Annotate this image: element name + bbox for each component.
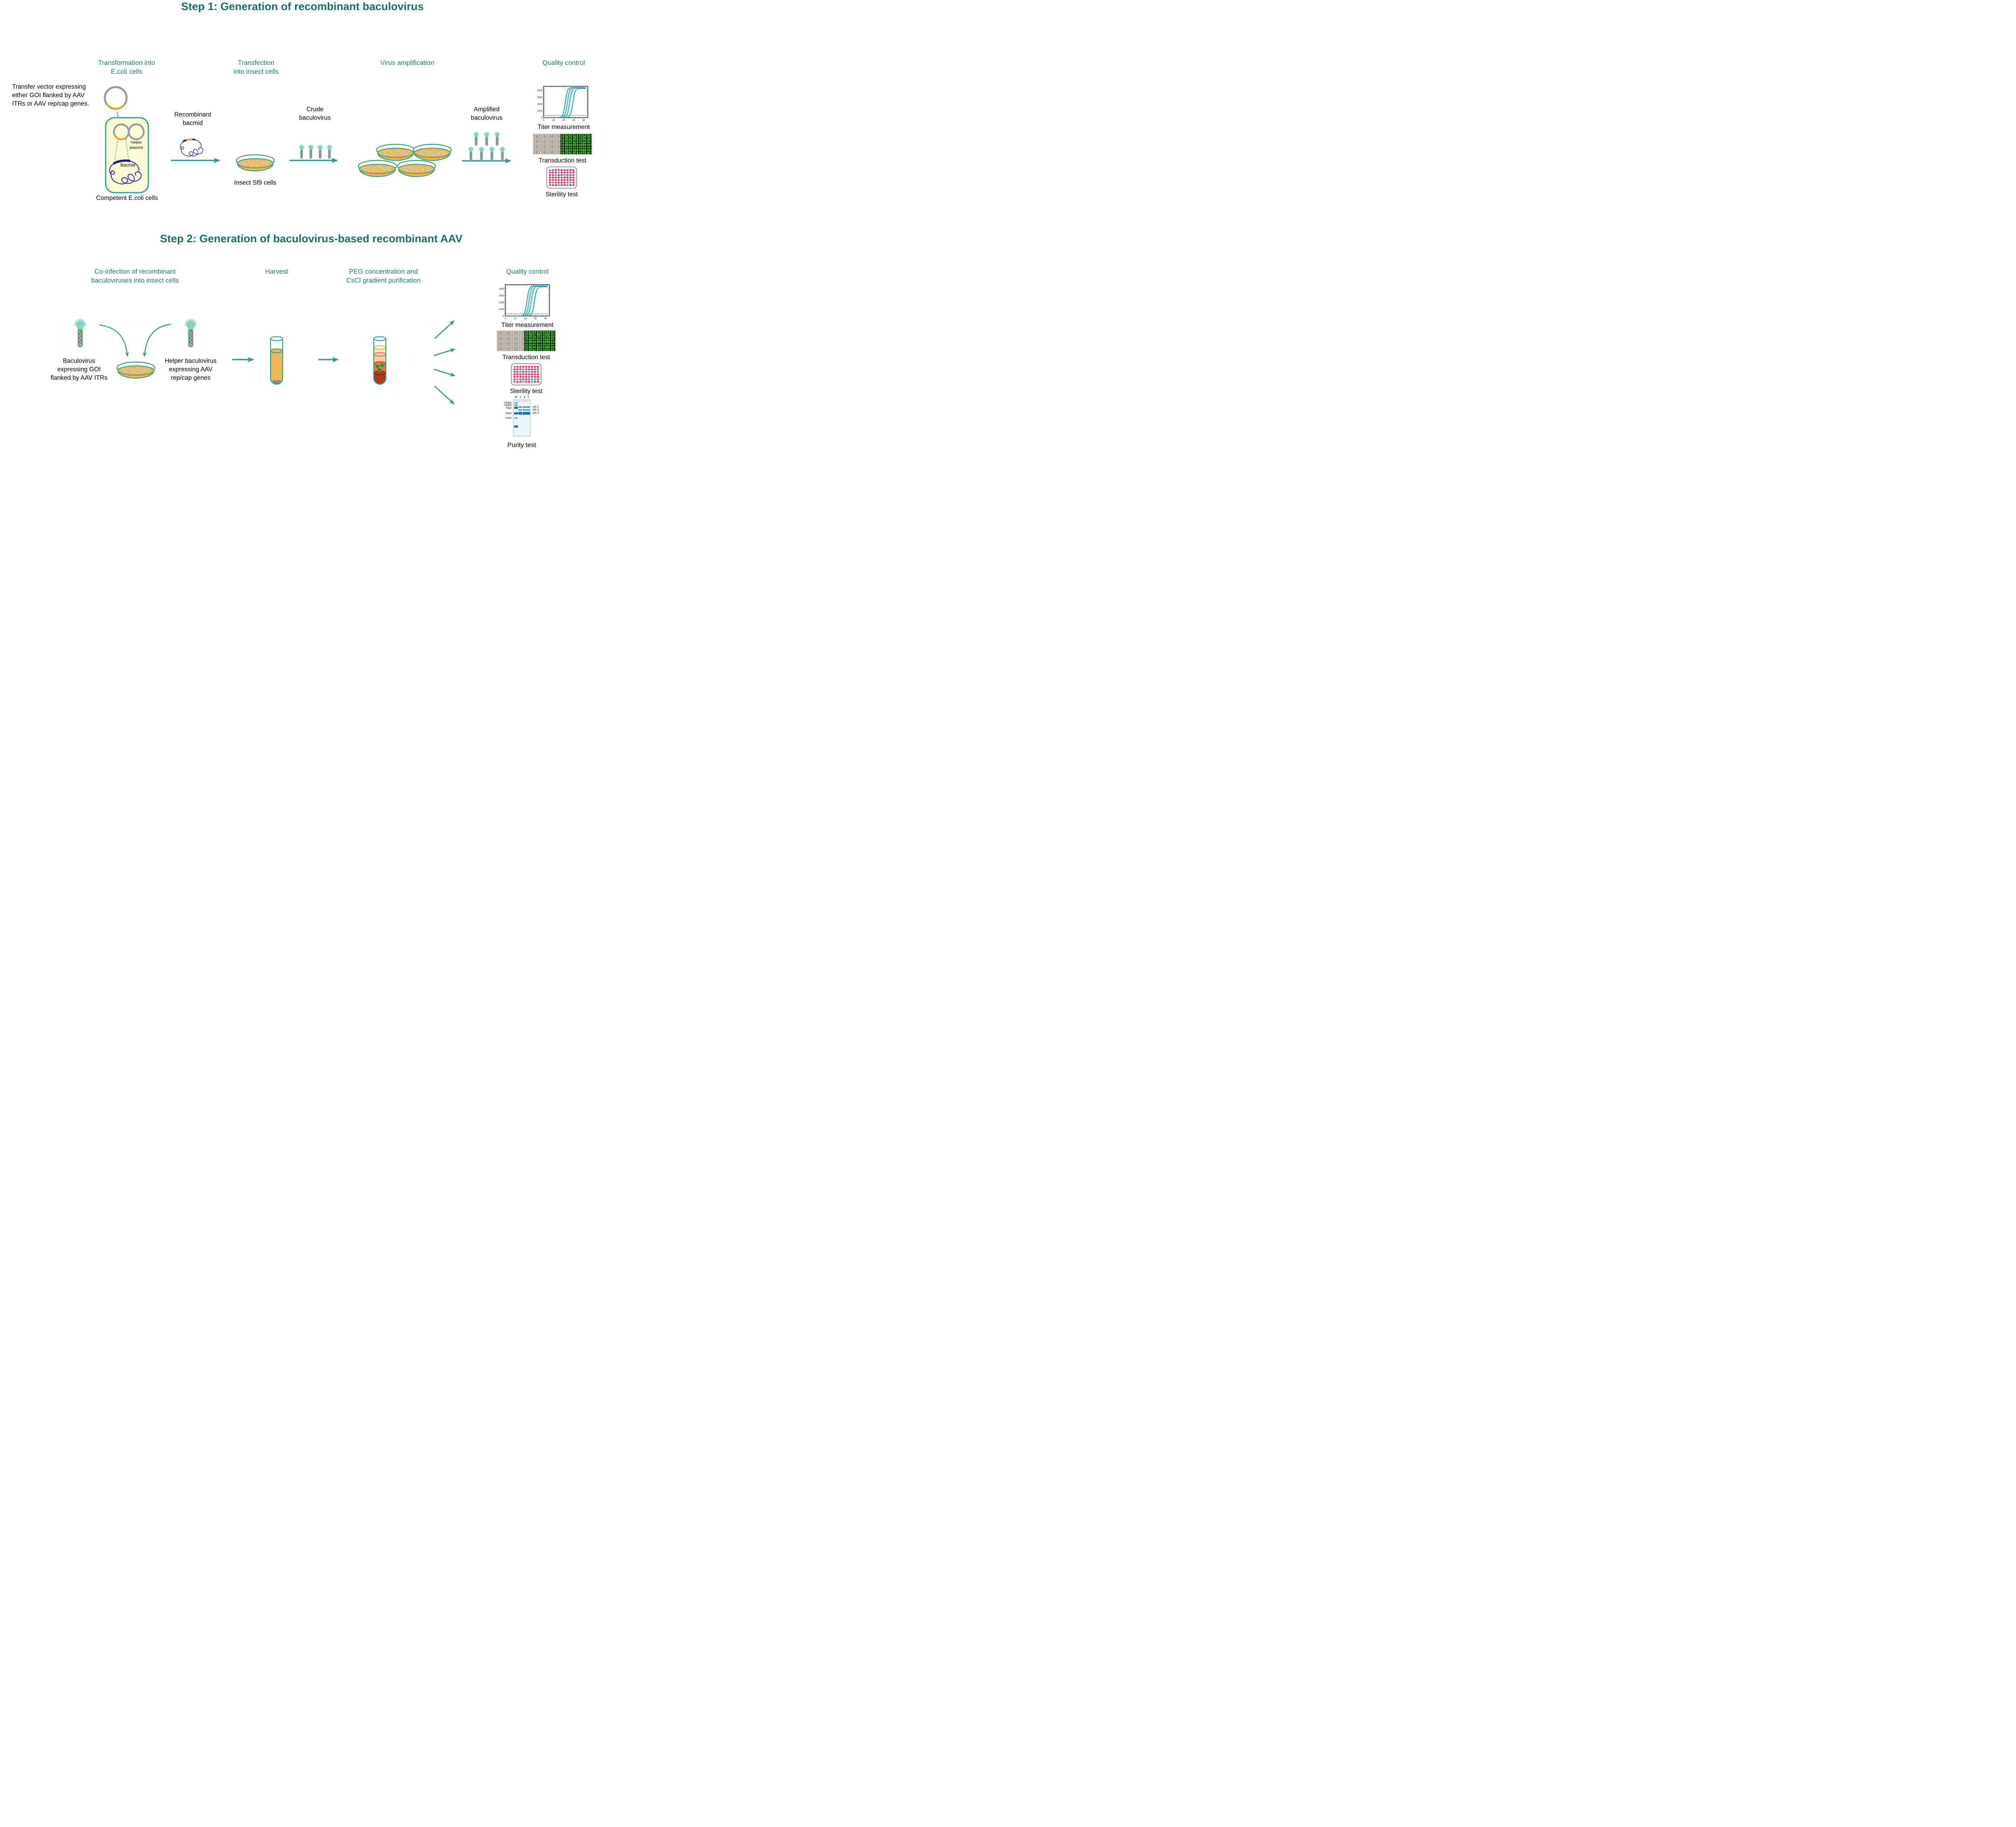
header-transformation: Transformation into E.coli cells [98, 59, 155, 76]
gel-band-vp1: -VP 1 [532, 406, 539, 409]
header-quality-control-2: Quality control [506, 268, 549, 275]
well-plate-icon [511, 363, 541, 385]
svg-text:0: 0 [503, 315, 504, 318]
gel-marker-50kD: 50kD [505, 412, 512, 415]
gel-band-vp2: -VP 2 [532, 408, 539, 412]
baculovirus-goi-label: Baculovirus expressing GOI flanked by AA… [50, 358, 108, 381]
helper-plasmid-label: Helper plasmid [129, 140, 143, 150]
recombinant-bacmid-icon [180, 138, 204, 157]
crude-baculovirus-icons [298, 144, 333, 159]
transduction-microscopy-image-2 [497, 331, 556, 351]
amplified-baculovirus-label: Amplified baculovirus [471, 106, 503, 121]
sds-page-gel-icon [513, 399, 531, 437]
sf9-dish-icon [235, 154, 275, 172]
gel-marker-37kD: 37kD [505, 416, 512, 420]
svg-text:2000: 2000 [499, 302, 504, 304]
coinfection-dish-icon [116, 361, 156, 379]
gel-marker-100kD: 100kD [504, 404, 512, 407]
svg-text:3000: 3000 [499, 295, 504, 297]
titer-measurement-label-1: Titer measurement [537, 124, 590, 131]
recombinant-bacmid-label: Recombinant bacmid [174, 111, 211, 127]
diagram-artwork: 0 10 20 30 40 0 1000 2000 3000 4000 [74, 86, 588, 437]
bacmid-icon [109, 159, 142, 185]
step2-title: Step 2: Generation of baculovirus-based … [160, 233, 463, 245]
svg-text:4000: 4000 [537, 89, 543, 92]
svg-text:20: 20 [562, 119, 565, 122]
dashed-recombination-line [125, 139, 129, 160]
header-virus-amplification: Virus amplification [380, 59, 434, 67]
svg-text:1000: 1000 [537, 110, 543, 112]
crude-baculovirus-label: Crude baculovirus [299, 106, 331, 121]
harvest-tube-icon [270, 336, 283, 385]
svg-text:0: 0 [541, 117, 543, 119]
arrow-coinfection-right [143, 323, 171, 357]
svg-text:10: 10 [552, 119, 555, 122]
transfer-vector-plasmid-icon [104, 86, 128, 110]
header-purification: PEG concentration and CsCl gradient puri… [346, 268, 421, 285]
svg-text:3000: 3000 [537, 96, 543, 99]
svg-text:0: 0 [543, 119, 544, 122]
gel-lane-label-3: 3 [527, 396, 529, 399]
gel-lane-label-M: M [515, 396, 517, 399]
helper-plasmid-icon [128, 123, 145, 140]
svg-text:30: 30 [534, 318, 537, 320]
sterility-test-label-2: Sterility test [510, 388, 543, 395]
bacmid-label: Bacmid [120, 163, 135, 168]
svg-text:0: 0 [504, 318, 506, 320]
transfer-vector-label: Transfer vector expressing either GOI fl… [12, 83, 89, 107]
ecoli-cell [105, 117, 149, 194]
gfp-fluorescence-image [560, 134, 592, 154]
header-coinfection: Co-infection of recombinant baculoviruse… [91, 268, 179, 285]
dashed-recombination-line [115, 138, 118, 160]
header-harvest: Harvest [265, 268, 288, 275]
diagram-canvas: 0 10 20 30 40 0 1000 2000 3000 4000 [0, 0, 605, 457]
phase-contrast-image [497, 331, 524, 351]
sterility-test-label-1: Sterility test [545, 191, 578, 198]
svg-text:4000: 4000 [499, 288, 504, 290]
well-plate-icon [546, 166, 577, 189]
gel-lane-label-1: 1 [519, 396, 521, 399]
amplified-baculovirus-icons [468, 131, 506, 161]
svg-text:30: 30 [573, 119, 575, 122]
gradient-tube-icon [373, 336, 387, 385]
gel-band-vp3: -VP 3 [532, 412, 539, 415]
baculovirus-goi-icon [74, 318, 87, 348]
transduction-test-label-1: Transduction test [538, 157, 587, 164]
transduction-test-label-2: Transduction test [502, 354, 550, 361]
fan-arrows-to-qc [433, 320, 456, 405]
gfp-fluorescence-image [524, 331, 556, 351]
svg-text:40: 40 [544, 318, 547, 320]
svg-text:1000: 1000 [499, 308, 504, 311]
gel-lane-label-2: 2 [524, 396, 525, 399]
gel-marker-75kD: 75kD [505, 406, 512, 410]
svg-text:2000: 2000 [537, 103, 543, 106]
svg-text:20: 20 [524, 318, 527, 320]
amplification-dish-icons [358, 144, 452, 177]
svg-text:40: 40 [583, 119, 585, 122]
svg-text:10: 10 [514, 318, 517, 320]
step1-title: Step 1: Generation of recombinant baculo… [181, 0, 424, 12]
transduction-microscopy-image-1 [533, 134, 592, 154]
arrow-coinfection-left [99, 324, 129, 357]
competent-cells-label: Competent E.coli cells [96, 195, 158, 202]
header-transfection: Transfection into insect cells [233, 59, 279, 76]
phase-contrast-image [533, 134, 560, 154]
purity-test-label: Purity test [507, 442, 536, 449]
insect-sf9-cells-label: Insect Sf9 cells [234, 179, 277, 186]
helper-baculovirus-icon [184, 318, 197, 348]
gel-marker-250kD: 250kD [504, 401, 512, 404]
helper-baculovirus-label: Helper baculovirus expressing AAV rep/ca… [165, 358, 217, 381]
titer-measurement-label-2: Titer measurement [501, 322, 554, 329]
header-quality-control-1: Quality control [542, 59, 585, 67]
